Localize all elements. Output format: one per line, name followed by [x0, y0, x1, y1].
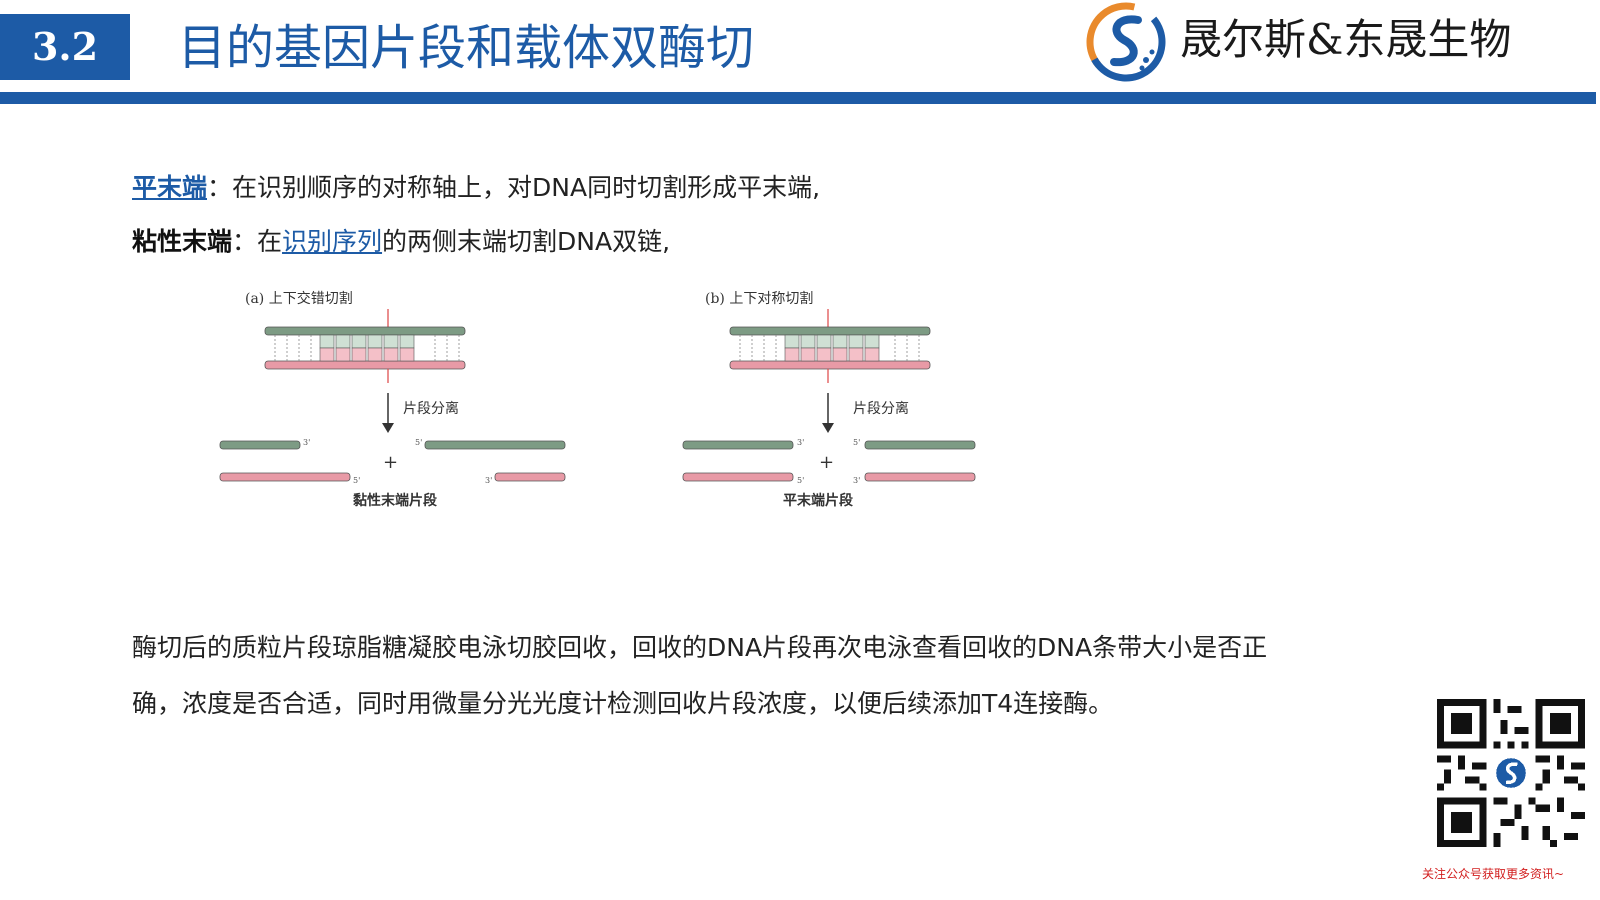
recognition-site-bases	[319, 334, 415, 362]
fragment-a2-5prime: 5'	[415, 438, 422, 447]
section-number-badge: 3.2	[0, 14, 130, 80]
panel-b-plus: +	[819, 452, 834, 473]
procedure-paragraph: 酶切后的质粒片段琼脂糖凝胶电泳切胶回收，回收的DNA片段再次电泳查看回收的DNA…	[132, 633, 1268, 718]
fragment-a2-3prime: 3'	[485, 476, 492, 485]
blunt-end-definition: 平末端：在识别顺序的对称轴上，对DNA同时切割形成平末端,	[132, 170, 820, 206]
base-pairs	[274, 335, 460, 361]
fragment-a2-bottom	[494, 472, 566, 482]
header-divider	[0, 92, 1596, 104]
fragment-a1-top	[219, 440, 301, 450]
bottom-strand	[729, 360, 931, 370]
recognition-sequence-link[interactable]: 识别序列	[282, 227, 383, 256]
top-strand	[729, 326, 931, 336]
bottom-strand	[264, 360, 466, 370]
sticky-end-text-post: 的两侧末端切割DNA双链,	[382, 227, 671, 256]
blunt-end-term[interactable]: 平末端	[132, 173, 208, 202]
sticky-end-text-pre: ：在	[232, 227, 283, 256]
fragment-a1-5prime: 5'	[353, 476, 360, 485]
fragment-b2-bottom	[864, 472, 976, 482]
qr-code[interactable]	[1437, 699, 1585, 847]
page-title: 目的基因片段和载体双酶切	[178, 20, 755, 76]
sticky-end-definition: 粘性末端：在识别序列的两侧末端切割DNA双链,	[132, 224, 670, 260]
brand-name: 晟尔斯&东晟生物	[1180, 15, 1512, 64]
fragment-b1-5prime: 5'	[797, 476, 804, 485]
fragment-a2-top	[424, 440, 566, 450]
fragment-a1-3prime: 3'	[303, 438, 310, 447]
sticky-end-term: 粘性末端	[132, 227, 233, 256]
base-pairs	[739, 335, 920, 361]
recognition-site-bases	[784, 334, 880, 362]
panel-a-caption: 黏性末端片段	[353, 492, 437, 509]
fragment-b2-top	[864, 440, 976, 450]
panel-b-title: (b) 上下对称切割	[705, 290, 813, 307]
company-logo	[1086, 2, 1166, 82]
panel-a-title: (a) 上下交错切割	[245, 290, 353, 307]
fragment-b2-3prime: 3'	[853, 476, 860, 485]
panel-a-plus: +	[383, 452, 398, 473]
restriction-cut-diagram: (a) 上下交错切割 片段分离 3' 5' + 5' 3' 黏性末端片段	[219, 290, 976, 509]
separation-arrowhead	[382, 423, 394, 433]
panel-a: (a) 上下交错切割 片段分离 3' 5' + 5' 3' 黏性末端片段	[219, 290, 566, 509]
top-strand	[264, 326, 466, 336]
panel-b: (b) 上下对称切割 片段分离 3' 5' + 5' 3' 平末端片段	[682, 290, 976, 509]
fragment-b2-5prime: 5'	[853, 438, 860, 447]
separation-arrowhead	[822, 423, 834, 433]
fragment-b1-top	[682, 440, 794, 450]
fragment-a1-bottom	[219, 472, 351, 482]
fragment-b1-3prime: 3'	[797, 438, 804, 447]
qr-caption: 关注公众号获取更多资讯~	[1422, 867, 1565, 881]
panel-b-arrow-label: 片段分离	[853, 400, 909, 417]
fragment-b1-bottom	[682, 472, 794, 482]
blunt-end-text: ：在识别顺序的对称轴上，对DNA同时切割形成平末端,	[207, 173, 821, 202]
panel-b-caption: 平末端片段	[783, 492, 853, 509]
panel-a-arrow-label: 片段分离	[403, 400, 459, 417]
